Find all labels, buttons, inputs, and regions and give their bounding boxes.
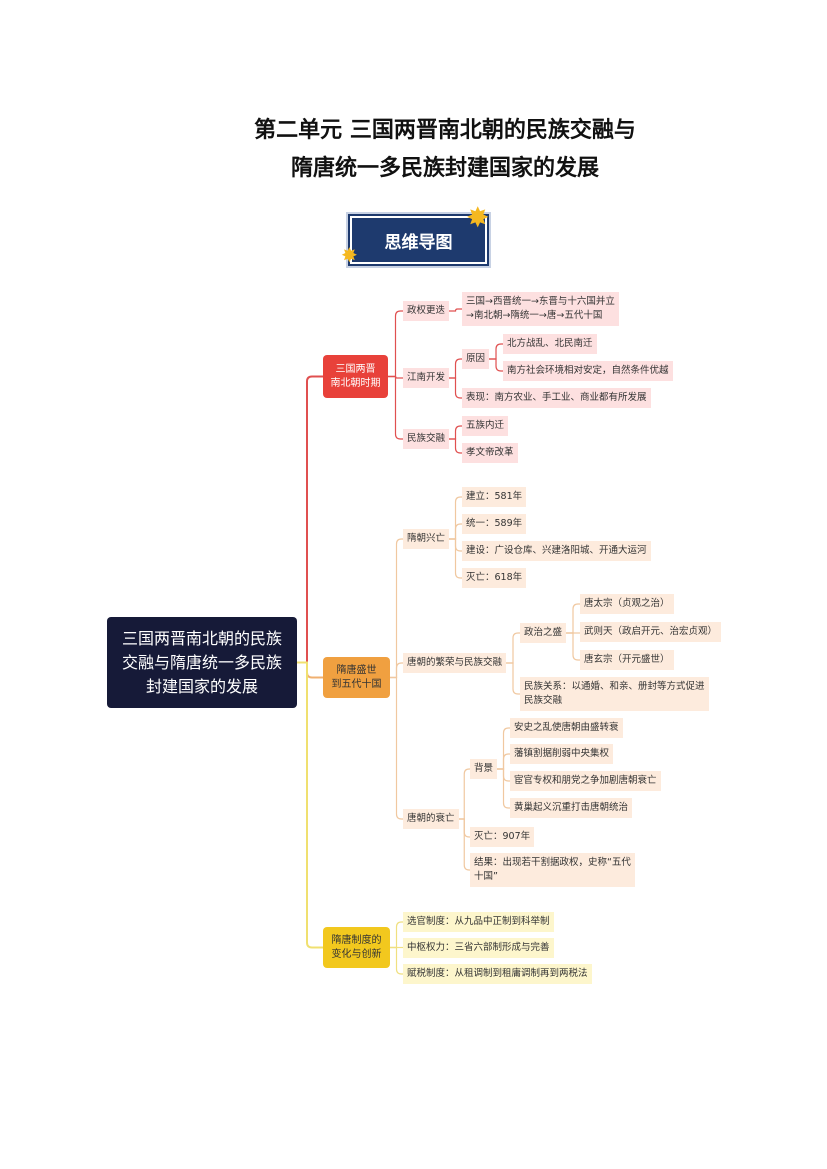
topic-node: 建设：广设仓库、兴建洛阳城、开通大运河	[462, 541, 651, 561]
topic-node: 灭亡：618年	[462, 568, 527, 588]
topic-node: 中枢权力：三省六部制形成与完善	[403, 938, 554, 958]
topic-node: 唐太宗（贞观之治）	[580, 594, 674, 614]
connector-line	[449, 438, 462, 454]
topic-node: 三国→西晋统一→东晋与十六国并立 →南北朝→隋统一→唐→五代十国	[462, 292, 619, 326]
topic-node: 五族内迁	[462, 416, 509, 436]
topic-node: 表现：南方农业、手工业、商业都有所发展	[462, 388, 651, 408]
topic-node: 安史之乱使唐朝由盛转衰	[510, 718, 623, 738]
topic-node: 统一：589年	[462, 514, 527, 534]
connector-line	[458, 768, 470, 820]
connector-line	[449, 496, 462, 540]
connector-line	[458, 818, 470, 871]
topic-node: 黄巢起义沉重打击唐朝统治	[510, 798, 633, 818]
connector-line	[449, 538, 462, 579]
topic-node: 唐玄宗（开元盛世）	[580, 650, 674, 670]
topic-node: 原因	[462, 349, 490, 369]
connector-line	[297, 375, 323, 664]
connector-line	[489, 358, 503, 372]
mind-map-badge: 思维导图	[348, 214, 489, 266]
topic-node: 民族交融	[403, 429, 450, 449]
connector-line	[449, 358, 462, 379]
connector-line	[390, 676, 403, 820]
connector-line	[297, 661, 323, 679]
topic-node: 北方战乱、北民南迁	[503, 334, 597, 354]
topic-node: 武则天（政启开元、治宏贞观）	[580, 622, 722, 642]
branch-node: 三国两晋 南北朝时期	[323, 355, 388, 398]
connector-line	[566, 632, 580, 661]
connector-line	[388, 310, 403, 378]
topic-node: 政治之盛	[520, 623, 567, 643]
star-icon: ✸	[466, 201, 490, 234]
topic-node: 背景	[470, 759, 498, 779]
connector-line	[390, 946, 403, 975]
connector-line	[390, 538, 403, 679]
topic-node: 藩镇割据削弱中央集权	[510, 744, 614, 764]
connector-line	[489, 343, 503, 360]
topic-node: 政权更迭	[403, 301, 450, 321]
root-node: 三国两晋南北朝的民族 交融与隋唐统一多民族 封建国家的发展	[107, 617, 297, 708]
topic-node: 孝文帝改革	[462, 443, 518, 463]
topic-node: 唐朝的衰亡	[403, 809, 459, 829]
connector-line	[506, 662, 520, 695]
topic-node: 唐朝的繁荣与民族交融	[403, 653, 507, 673]
topic-node: 江南开发	[403, 368, 450, 388]
branch-node: 隋唐制度的 变化与创新	[323, 927, 390, 968]
connector-line	[506, 632, 520, 664]
topic-node: 宦官专权和朋党之争加剧唐朝衰亡	[510, 771, 661, 791]
branch-node: 隋唐盛世 到五代十国	[323, 657, 390, 698]
topic-node: 选官制度：从九品中正制到科举制	[403, 912, 554, 932]
topic-node: 南方社会环境相对安定，自然条件优越	[503, 361, 673, 381]
connector-line	[390, 921, 403, 949]
connector-line	[297, 661, 323, 949]
connector-line	[449, 425, 462, 440]
star-icon: ✸	[341, 243, 358, 267]
topic-node: 结果：出现若干割据政权，史称“五代 十国”	[470, 853, 635, 887]
connector-line	[497, 753, 510, 770]
topic-node: 赋税制度：从租调制到租庸调制再到两税法	[403, 964, 592, 984]
connector-line	[497, 727, 510, 770]
connector-line	[449, 377, 462, 399]
connector-line	[449, 308, 462, 312]
connector-line	[388, 375, 403, 440]
title-line-2: 隋唐统一多民族封建国家的发展	[290, 155, 599, 181]
connector-line	[566, 603, 580, 634]
title-line-1: 第二单元 三国两晋南北朝的民族交融与	[254, 117, 636, 143]
connector-line	[390, 662, 403, 679]
topic-node: 建立：581年	[462, 487, 527, 507]
connector-line	[449, 523, 462, 540]
topic-node: 隋朝兴亡	[403, 529, 450, 549]
topic-node: 民族关系：以通婚、和亲、册封等方式促进 民族交融	[520, 677, 709, 711]
connector-line	[497, 768, 510, 809]
topic-node: 灭亡：907年	[470, 827, 535, 847]
